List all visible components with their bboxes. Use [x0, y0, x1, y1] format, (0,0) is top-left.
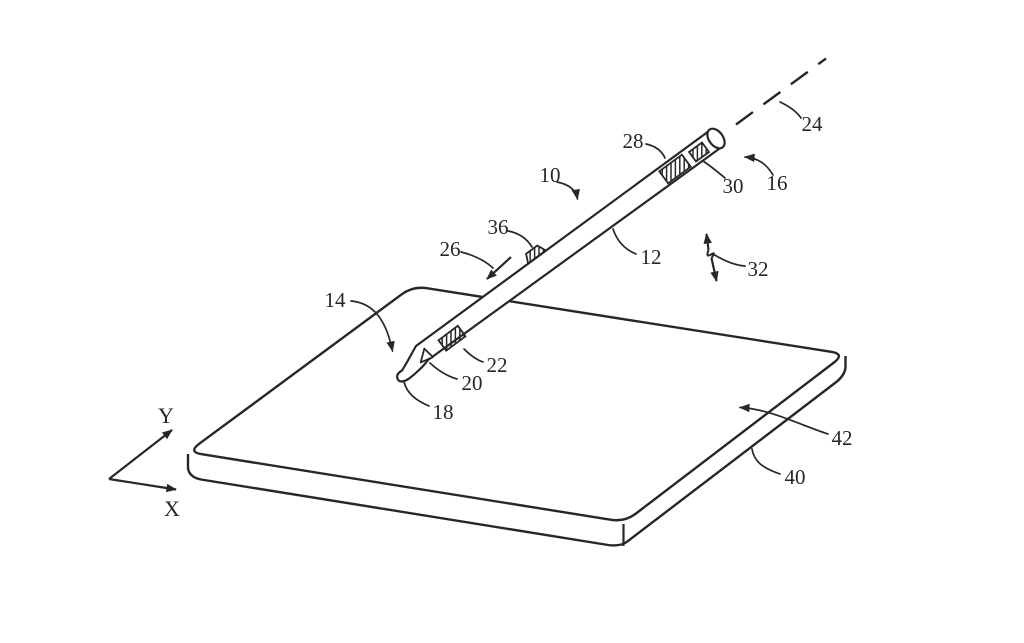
ref-label-42: 42 [832, 426, 853, 450]
leader-lines [350, 101, 829, 475]
leader-30 [702, 160, 726, 179]
tip-electrode-patch-22 [437, 324, 467, 352]
leader-28 [645, 143, 666, 159]
x-axis-arrow [108, 477, 177, 493]
ref-label-18: 18 [433, 400, 454, 424]
motion-arrow-down [710, 257, 719, 282]
ref-label-40: 40 [785, 465, 806, 489]
leader-22 [463, 348, 484, 363]
tablet-top-surface [193, 286, 840, 522]
stylus [396, 57, 827, 383]
leader-10 [556, 181, 580, 200]
leader-42 [739, 403, 829, 435]
ref-label-26: 26 [440, 237, 461, 261]
leader-26 [460, 251, 494, 269]
tablet-bottom-silhouette [186, 356, 847, 547]
leader-14 [350, 300, 395, 352]
reference-numerals: 10 12 14 16 18 20 22 24 26 28 30 32 36 4… [325, 112, 853, 489]
leader-16 [744, 153, 774, 176]
ref-label-32: 32 [748, 257, 769, 281]
y-axis-label: Y [158, 403, 174, 428]
leader-12 [612, 228, 637, 255]
ref-label-20: 20 [462, 371, 483, 395]
ref-label-12: 12 [641, 245, 662, 269]
stylus-end-cap [706, 127, 726, 150]
tablet [186, 286, 847, 547]
rear-electrode-patch-28 [658, 153, 692, 185]
ref-label-36: 36 [488, 215, 509, 239]
leader-40 [751, 448, 781, 475]
dashed-axis-line-24 [735, 57, 827, 126]
vertical-motion-arrow-32 [703, 233, 719, 282]
ref-label-16: 16 [767, 171, 788, 195]
slide-direction-arrow-26 [486, 256, 512, 280]
leader-36 [507, 230, 533, 248]
stylus-body [396, 129, 725, 383]
ref-label-10: 10 [540, 163, 561, 187]
barrel-button-patch-36 [525, 244, 548, 266]
tip-sensor-triangle-20 [419, 347, 434, 364]
y-axis-arrow [108, 429, 173, 480]
ref-label-22: 22 [487, 353, 508, 377]
rear-electrode-patch-30 [687, 141, 711, 163]
ref-label-14: 14 [325, 288, 347, 312]
x-axis-label: X [164, 496, 180, 521]
ref-label-24: 24 [802, 112, 824, 136]
ref-label-30: 30 [723, 174, 744, 198]
xy-axes: Y X [108, 403, 180, 521]
leader-24 [779, 101, 802, 119]
motion-arrow-up [703, 233, 712, 251]
leader-32 [712, 253, 746, 267]
leader-20 [429, 362, 458, 380]
ref-label-28: 28 [623, 129, 644, 153]
leader-18 [403, 381, 430, 407]
